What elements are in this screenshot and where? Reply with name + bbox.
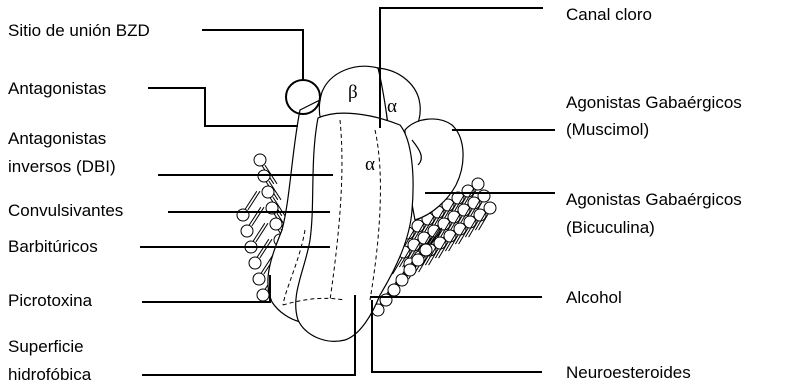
label-chloride-channel: Canal cloro [566,5,652,24]
lipid-head [236,208,250,222]
label-muscimol-line1: Agonistas Gabaérgicos [566,93,742,112]
lipid-tail [256,238,270,259]
lipid-tail [244,190,258,211]
lipid-tail [464,219,476,238]
lipid-head [387,283,401,297]
lipid-tail [424,247,436,266]
lipid-tail [398,249,410,268]
lipid-head [261,185,275,199]
label-inverse-antagonists-line2: inversos (DBI) [8,157,116,176]
lipid-tail [448,233,460,252]
lipid-tail [259,238,273,259]
lipid-tail [444,233,456,252]
lipid-tail [422,216,434,235]
lipid-tail [418,254,430,273]
leader-neurosteroids [371,300,542,373]
subunit-alpha-front [295,112,414,342]
label-hydrophobic-line2: hidrofóbica [8,365,92,384]
lipid-head [252,272,266,286]
lipid-tail [428,228,440,247]
label-picrotoxin: Picrotoxina [8,291,93,310]
lipid-head [471,177,485,191]
lipid-tail [458,226,470,245]
lipid-head [483,201,497,215]
lipid-tail [268,180,282,201]
label-alcohol: Alcohol [566,288,622,307]
lipid-tail [392,256,404,275]
lipid-head [411,253,425,267]
lipid-tail [260,254,274,275]
lipid-tail [432,209,444,228]
leader-bzd-site [202,29,304,80]
lipid-tail [402,230,414,249]
lipid-head [248,256,262,270]
lipid-head [477,189,491,203]
lipid-tail [448,214,460,233]
leader-chloride-channel [379,7,543,128]
lipid-tail [427,227,440,246]
lipid-tail [438,240,450,259]
label-hydrophobic-line1: Superficie [8,337,84,356]
lipid-tail [468,200,480,219]
label-convulsants: Convulsivantes [8,201,123,220]
lipid-head [395,273,409,287]
label-barbiturates: Barbitúricos [8,237,98,256]
alpha-top-label: α [387,96,397,117]
label-muscimol-line2: (Muscimol) [566,120,649,139]
lipid-tail [430,227,443,246]
lipid-tail [248,206,262,227]
lipid-head [240,224,254,238]
leader-hydrophobic-surface [142,295,356,376]
lipid-tail [255,222,269,243]
lipid-tail [251,206,265,227]
lipid-head [419,243,433,257]
label-inverse-antagonists-line1: Antagonistas [8,129,106,148]
lipid-head [253,153,267,167]
beta-label: β [348,82,358,103]
alpha-front-label: α [365,154,375,175]
lipid-tail [247,190,261,211]
lipid-tail [442,202,454,221]
label-bicuculline-line1: Agonistas Gabaérgicos [566,190,742,209]
lipid-head [269,217,283,231]
lipid-head [256,288,270,302]
lipid-head [403,263,417,277]
lipid-tail [478,212,490,231]
lipid-tail [434,240,446,259]
lipid-tail [412,223,424,242]
leader-picrotoxin [142,275,271,303]
lipid-tail [458,207,470,226]
lipid-tail [428,247,440,266]
lipid-tail [252,222,266,243]
lipid-tail [438,221,450,240]
lipid-head [379,293,393,307]
label-bzd-site: Sitio de unión BZD [8,21,150,40]
lipid-tail [408,242,420,261]
lipid-tail [474,212,486,231]
label-bicuculline-line2: (Bicuculina) [566,218,655,237]
label-antagonists: Antagonistas [8,79,106,98]
lipid-tail [462,188,474,207]
lipid-tail [452,195,464,214]
leader-antagonists [148,87,298,127]
label-neurosteroids: Neuroesteroides [566,363,691,382]
receptor-complex [267,65,464,342]
lipid-tail [468,219,480,238]
lipid-tail [454,226,466,245]
